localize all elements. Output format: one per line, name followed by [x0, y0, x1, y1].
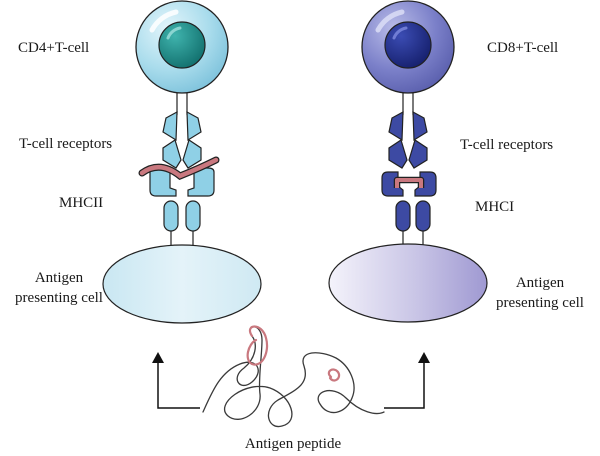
apc-right-label-line1: Antigen [516, 275, 565, 291]
apc-right-label-line2: presenting cell [496, 295, 584, 311]
apc-left-label-line1: Antigen [35, 270, 84, 286]
cd4-t-cell-receptor [162, 110, 202, 169]
cd8-label: CD8+T-cell [487, 40, 558, 56]
cd4-t-cell [135, 0, 229, 94]
tcr-left-label: T-cell receptors [19, 136, 112, 152]
apc-left [102, 244, 262, 324]
tcr-right-label: T-cell receptors [460, 137, 553, 153]
left-arrow [152, 352, 200, 409]
mhc2-stem [170, 231, 194, 246]
antigen-peptide-strand [202, 325, 385, 428]
cd4-label: CD4+T-cell [18, 40, 89, 56]
mhc2-molecule [149, 167, 215, 232]
antigen-peptide-label: Antigen peptide [245, 436, 342, 452]
cd8-receptor-stem [402, 93, 414, 115]
mhc2-label: MHCII [59, 195, 103, 211]
cd8-nucleus [384, 21, 432, 69]
cd8-t-cell-receptor [388, 110, 428, 169]
mhc1-molecule [381, 171, 437, 232]
cd4-receptor-stem [176, 93, 188, 115]
mhc1-label: MHCI [475, 199, 514, 215]
cd8-t-cell [361, 0, 455, 94]
apc-left-label-line2: presenting cell [15, 290, 103, 306]
apc-right [328, 243, 488, 323]
cd4-nucleus [158, 21, 206, 69]
right-arrow [384, 352, 430, 409]
